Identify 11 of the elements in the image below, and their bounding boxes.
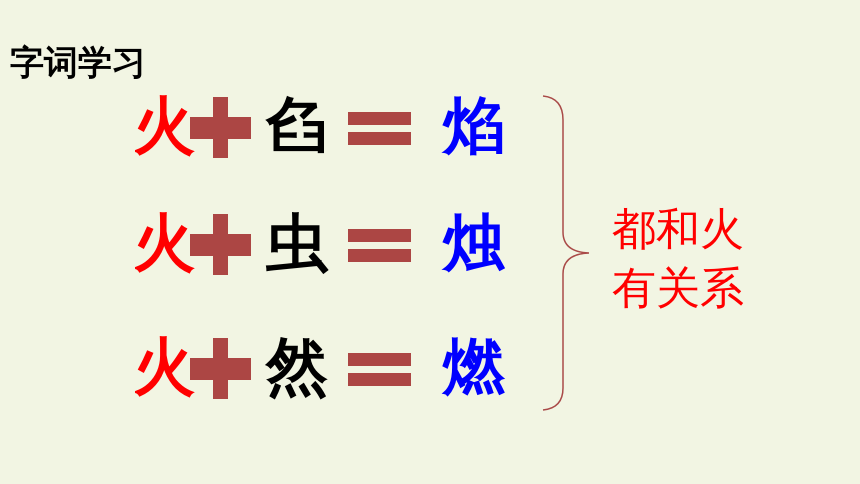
radical-character: 火 (133, 95, 195, 157)
result-character: 烛 (443, 212, 505, 274)
component-character: 然 (266, 336, 328, 398)
title: 字词学习 (10, 42, 146, 85)
result-character: 燃 (443, 336, 505, 398)
note-text: 都和火有关系 (612, 203, 745, 316)
radical-character: 火 (133, 336, 195, 398)
result-character: 焰 (443, 95, 505, 157)
component-character: 臽 (266, 95, 328, 157)
radical-character: 火 (133, 212, 195, 274)
component-character: 虫 (266, 212, 328, 274)
